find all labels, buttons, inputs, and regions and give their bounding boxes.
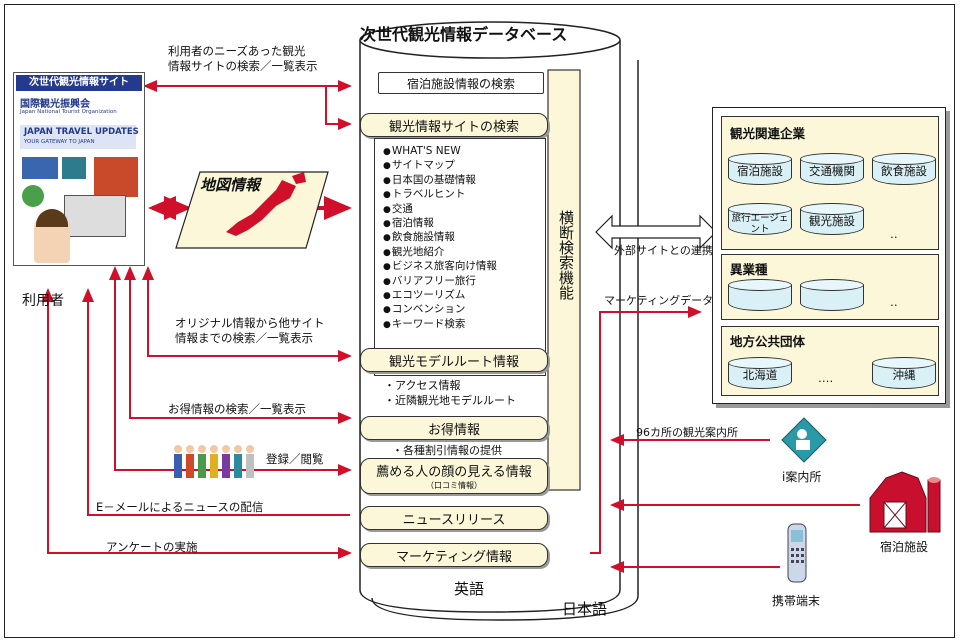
news-release-item: ニュースリリース [360,506,548,530]
site-photo-1 [22,157,58,179]
cross-search-text: 横断検索機能 [557,210,575,300]
faces-label: 薦める人の顔の見える情報 [376,465,532,480]
faces-sub: （口コミ情報） [426,481,482,490]
mobile-phone-icon [782,520,812,584]
diagram-frame [4,4,955,638]
site-banner: JAPAN TRAVEL UPDATES [24,127,139,137]
database-title: 次世代観光情報データベース [360,25,568,44]
barn-icon [866,468,942,534]
japanese-label: 日本語 [562,600,608,618]
group-tourism-title: 観光関連企業 [730,126,806,141]
external-link-label: 外部サイトとの連携 [614,244,713,257]
site-photo-4 [22,185,44,207]
db-travel-agent: 旅行エージェント [728,203,792,237]
cross-search-label: 横断検索機能 [556,210,575,305]
database-cylinder [359,21,639,621]
site-banner-sub: YOUR GATEWAY TO JAPAN [24,139,95,145]
mobile-label: 携帯端末 [772,594,821,608]
route-sub-2: ・近隣観光地モデルルート [384,394,516,407]
group-local-title: 地方公共団体 [730,334,806,349]
category-item: トラベルヒント [383,188,545,202]
i-center-label: i案内所 [782,470,822,484]
people-crowd-icon [170,444,260,480]
category-item: 交通 [383,203,545,217]
site-org-en: Japan National Tourist Organization [20,109,117,115]
lodging-search-item: 宿泊施設情報の検索 [378,72,544,94]
group-local-govt: 地方公共団体 北海道 ‥‥ 沖縄 [721,326,939,396]
local-more: ‥‥ [818,371,834,385]
deals-sub: ・各種割引情報の提供 [392,444,502,457]
tourism-site-search-item: 観光情報サイトの検索 [360,113,548,137]
category-item: 日本国の基礎情報 [383,174,545,188]
email-news-label: E－メールによるニュースの配信 [96,500,264,514]
survey-label: アンケートの実施 [106,540,198,554]
site-banner-bg [20,125,136,149]
faces-item: 薦める人の顔の見える情報 （口コミ情報） [360,458,548,494]
site-header: 次世代観光情報サイト [16,75,142,91]
site-photo-3 [94,157,138,197]
english-label: 英語 [454,580,485,598]
site-org: 国際観光振興会 [20,99,90,110]
category-item: 観光地紹介 [383,246,545,260]
category-item: WHAT'S NEW [383,145,545,159]
category-item: バリアフリー旅行 [383,275,545,289]
route-sub-1: ・アクセス情報 [384,379,461,392]
info-desk-icon [778,414,830,466]
site-mockup: 次世代観光情報サイト 国際観光振興会 Japan National Touris… [13,72,145,266]
db-lodging: 宿泊施設 [728,153,792,187]
group-tourism: 観光関連企業 宿泊施設 交通機関 飲食施設 旅行エージェント 観光施設 ‥ [721,116,939,250]
category-item: エコツーリズム [383,289,545,303]
map-label: 地図情報 [200,176,261,194]
db-hokkaido: 北海道 [728,357,792,391]
group-other-industry: 異業種 ‥ [721,254,939,320]
db-okinawa: 沖縄 [872,357,936,391]
computer-icon [64,195,126,237]
person-hair [36,209,68,227]
deals-item: お得情報 [360,416,548,440]
marketing-info-item: マーケティング情報 [360,543,548,567]
lodging-label: 宿泊施設 [880,540,929,554]
category-item: ビジネス旅客向け情報 [383,260,545,274]
map-shape [175,171,329,249]
group-other-title: 異業種 [730,262,768,277]
external-partners-panel: 観光関連企業 宿泊施設 交通機関 飲食施設 旅行エージェント 観光施設 ‥ 異業… [712,107,946,404]
category-item: サイトマップ [383,159,545,173]
db-other-2 [800,279,864,313]
original-search-label: オリジナル情報から他サイト 情報までの検索／一覧表示 [175,316,325,345]
tourism-more: ‥ [890,227,898,241]
db-other-1 [728,279,792,313]
site-photo-2 [62,157,86,179]
category-item: コンベンション [383,303,545,317]
register-label: 登録／閲覧 [266,452,324,466]
other-more: ‥ [890,295,898,309]
marketing-data-label: マーケティングデータ [604,294,714,307]
db-attraction: 観光施設 [800,203,864,237]
category-item: 宿泊情報 [383,217,545,231]
db-restaurant: 飲食施設 [872,153,936,187]
category-list-box: WHAT'S NEW サイトマップ 日本国の基礎情報 トラベルヒント 交通 宿泊… [374,138,546,376]
category-item: 飲食施設情報 [383,231,545,245]
needs-search-label: 利用者のニーズあった観光 情報サイトの検索／一覧表示 [168,44,318,73]
deals-search-label: お得情報の検索／一覧表示 [168,402,306,416]
user-label: 利用者 [22,293,64,309]
info-centers-label: 96カ所の観光案内所 [636,426,738,439]
model-route-item: 観光モデルルート情報 [360,348,548,372]
db-transport: 交通機関 [800,153,864,187]
category-item: キーワード検索 [383,318,545,332]
